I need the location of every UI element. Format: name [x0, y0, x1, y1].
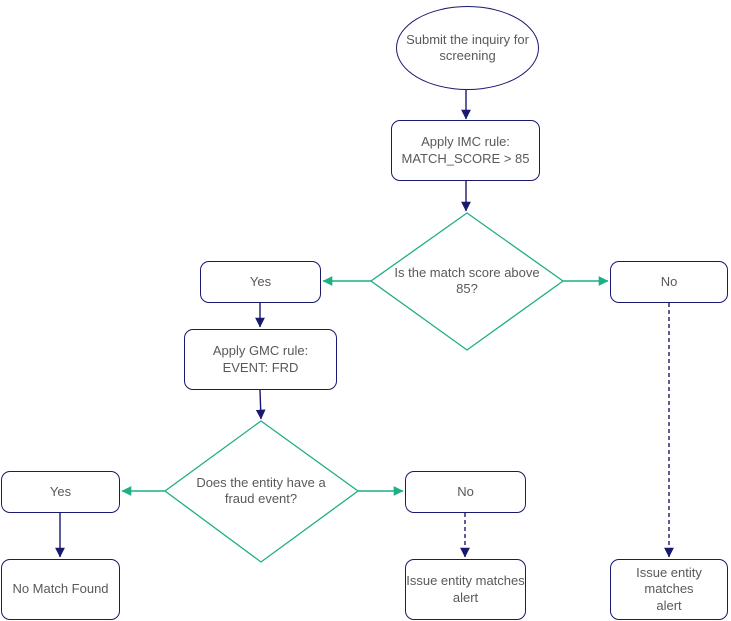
yes-branch-1-box: Yes	[200, 261, 321, 303]
no-branch-2-box: No	[405, 471, 526, 513]
imc-rule-box: Apply IMC rule: MATCH_SCORE > 85	[391, 120, 540, 181]
decision-match-score-label: Is the match score above 85?	[394, 264, 540, 296]
issue-alert-mid-box: Issue entity matches alert	[405, 559, 526, 620]
decision-diamond-match-score	[369, 212, 565, 351]
decision-fraud-event-label: Does the entity have a fraud event?	[196, 474, 326, 506]
issue-alert-right-box: Issue entity matches alert	[610, 559, 728, 620]
start-ellipse: Submit the inquiry for screening	[396, 6, 539, 90]
edge-gmc-to-decision2	[255, 389, 266, 420]
yes-branch-2-box: Yes	[1, 471, 120, 513]
no-branch-1-box: No	[610, 261, 728, 303]
decision-diamond-fraud-event	[163, 420, 360, 563]
no-match-found-box: No Match Found	[1, 559, 120, 620]
gmc-rule-box: Apply GMC rule: EVENT: FRD	[184, 329, 337, 390]
